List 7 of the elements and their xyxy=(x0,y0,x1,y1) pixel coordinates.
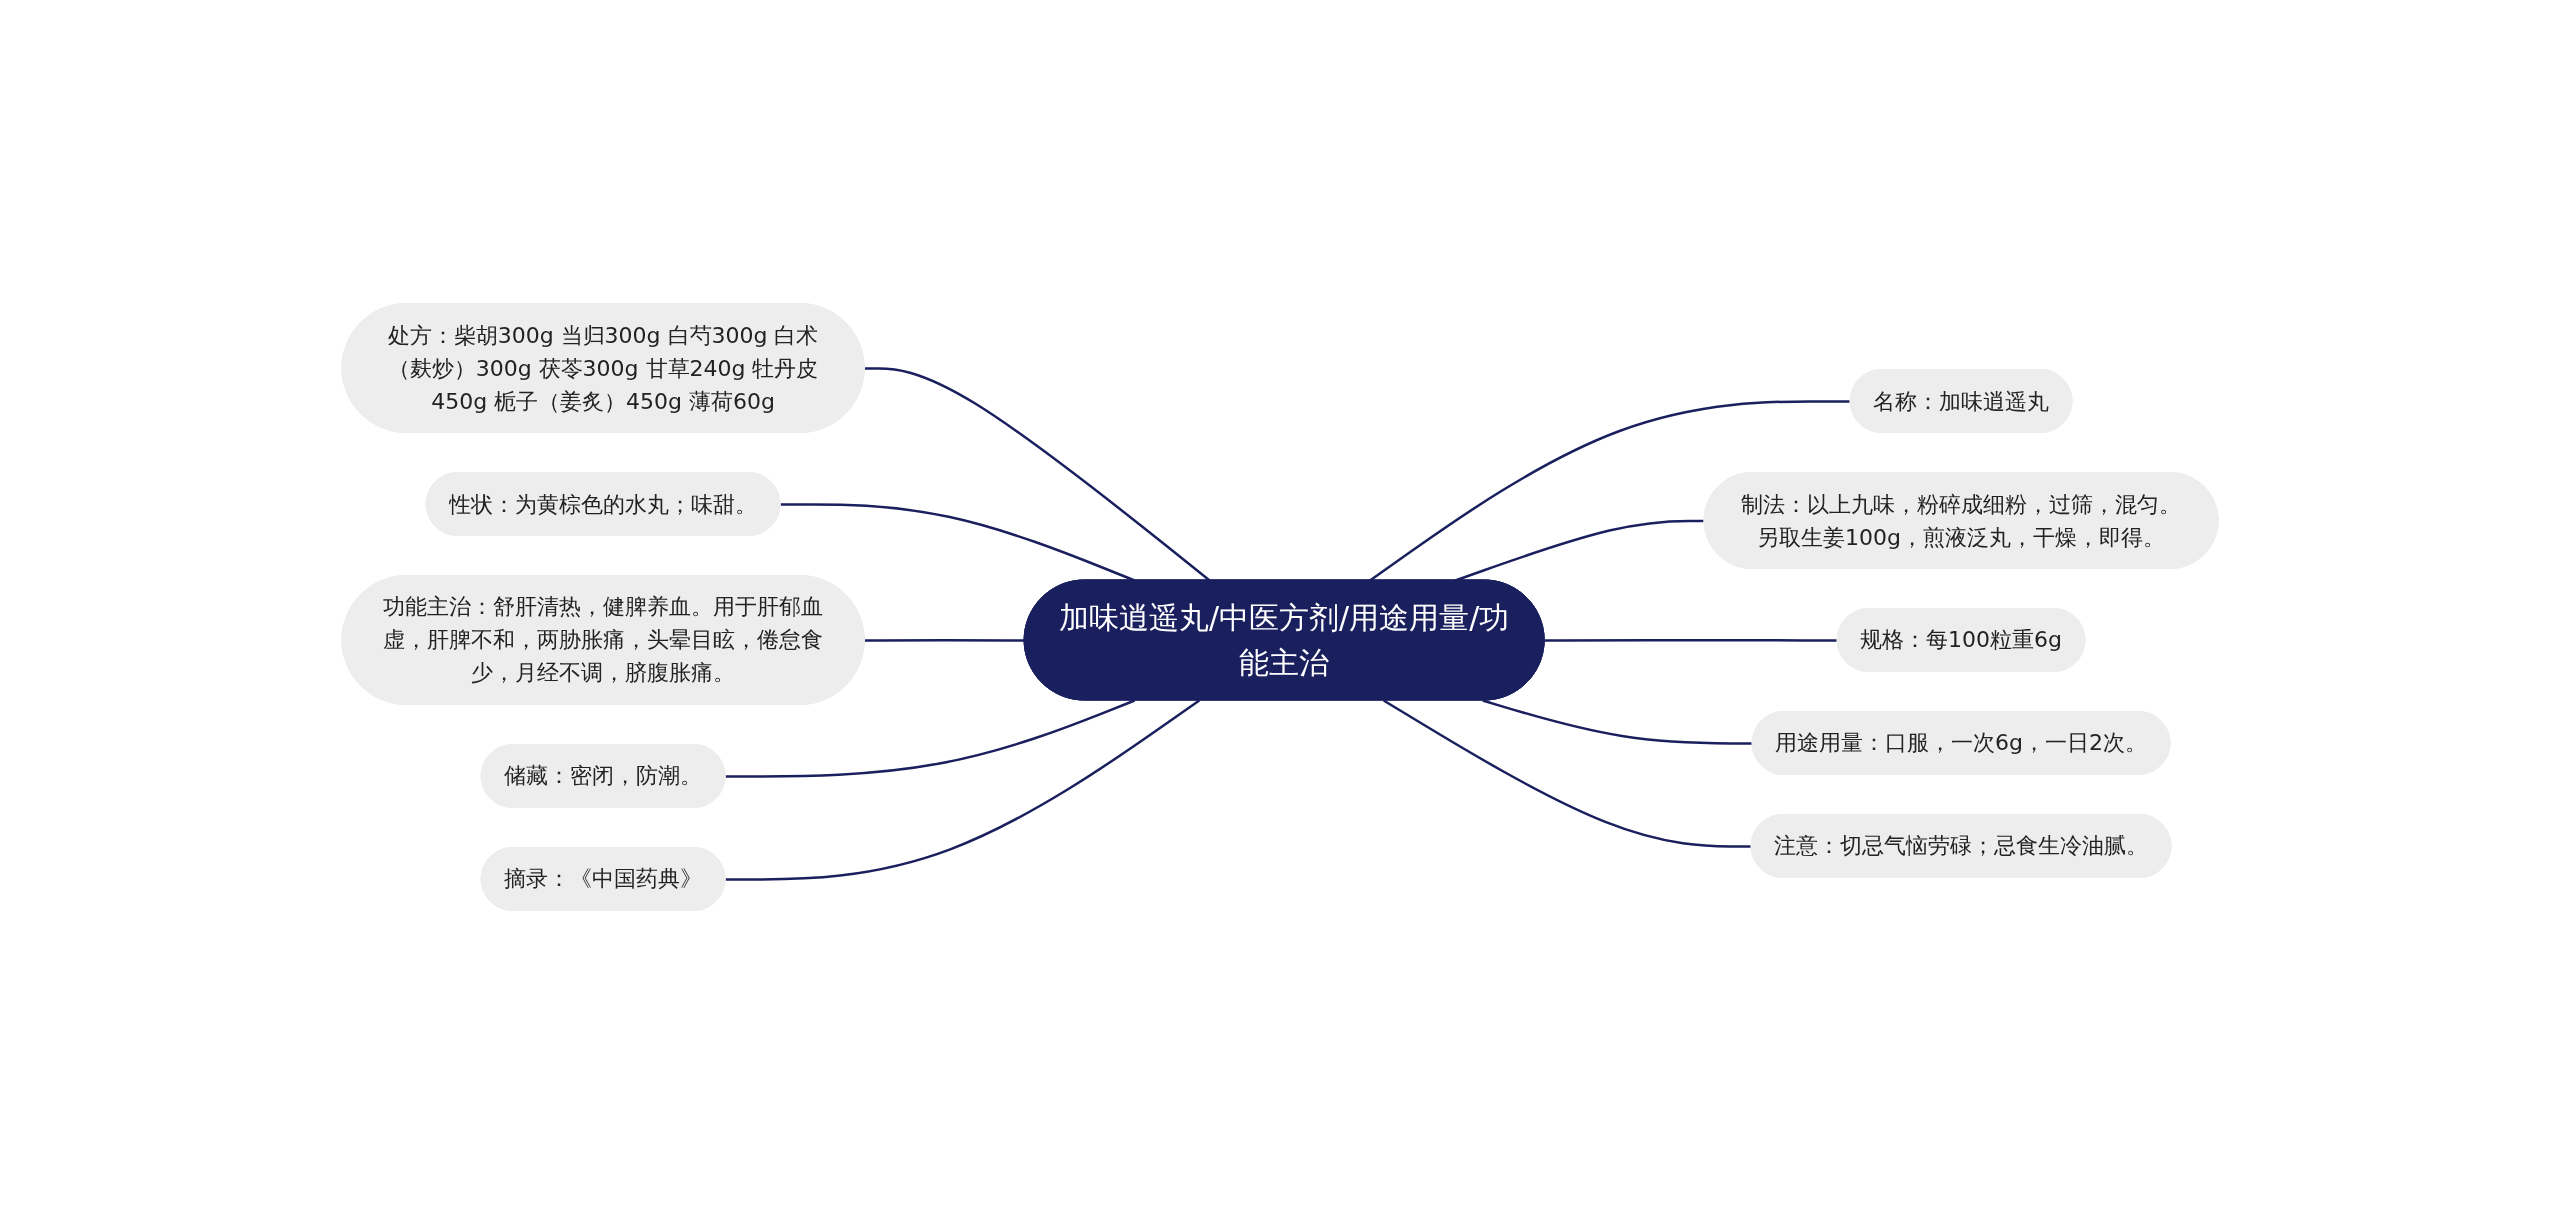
connector xyxy=(725,698,1136,778)
connector xyxy=(725,698,1200,881)
connector xyxy=(864,638,1025,642)
connector xyxy=(864,366,1211,581)
connector xyxy=(1482,698,1753,745)
connector xyxy=(1383,698,1752,848)
connector xyxy=(1544,638,1838,642)
